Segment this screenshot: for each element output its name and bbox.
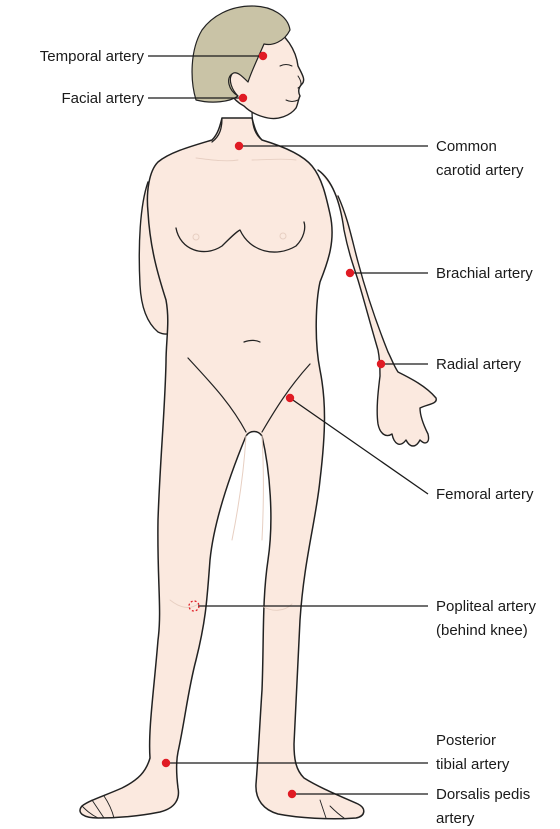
- torso-outline: [80, 118, 364, 819]
- label-posterior-tibial-artery: Posterior tibial artery: [436, 732, 510, 773]
- pulse-point-facial: [239, 94, 247, 102]
- pulse-point-radial: [377, 360, 385, 368]
- pulse-point-temporal: [259, 52, 267, 60]
- label-popliteal-artery: Popliteal artery (behind knee): [436, 598, 540, 639]
- pulse-point-dorsalis-pedis: [288, 790, 296, 798]
- extended-arm: [318, 170, 436, 446]
- pulse-point-brachial: [346, 269, 354, 277]
- pulse-point-posterior-tibial: [162, 759, 170, 767]
- label-radial-artery: Radial artery: [436, 356, 522, 373]
- label-common-carotid-artery: Common carotid artery: [436, 138, 524, 179]
- pulse-point-carotid: [235, 142, 243, 150]
- label-temporal-artery: Temporal artery: [40, 48, 145, 65]
- pulse-point-femoral: [286, 394, 294, 402]
- label-femoral-artery: Femoral artery: [436, 486, 534, 503]
- body-figure: [80, 6, 436, 819]
- label-dorsalis-pedis-artery: Dorsalis pedis artery: [436, 786, 534, 827]
- label-facial-artery: Facial artery: [61, 90, 144, 107]
- label-brachial-artery: Brachial artery: [436, 265, 533, 282]
